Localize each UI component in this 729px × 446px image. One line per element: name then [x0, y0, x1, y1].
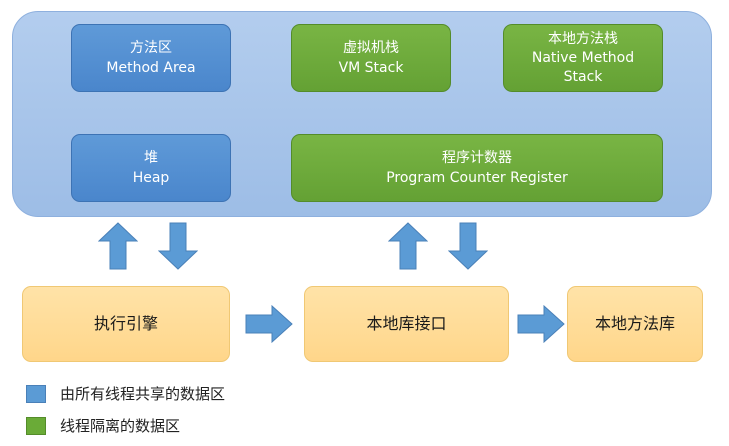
arrow-up-left-icon — [98, 222, 138, 270]
legend-isolated-swatch — [26, 417, 46, 435]
native-interface-box: 本地库接口 — [304, 286, 509, 362]
arrow-down-left-icon — [158, 222, 198, 270]
method-area-title: 方法区 — [130, 40, 172, 56]
native-library-label: 本地方法库 — [594, 314, 675, 333]
native-method-stack-subtitle-line1: Native Method — [531, 49, 635, 66]
native-method-stack-subtitle-line2: Stack — [563, 68, 603, 85]
vm-stack-subtitle: VM Stack — [338, 60, 404, 76]
program-counter-title: 程序计数器 — [442, 150, 512, 166]
method-area-box: 方法区 Method Area — [71, 24, 231, 92]
native-method-stack-box: 本地方法栈 Native Method Stack — [503, 24, 663, 92]
execution-engine-box: 执行引擎 — [22, 286, 230, 362]
vm-stack-box: 虚拟机栈 VM Stack — [291, 24, 451, 92]
legend-shared-swatch — [26, 385, 46, 403]
program-counter-subtitle: Program Counter Register — [386, 170, 568, 186]
heap-subtitle: Heap — [132, 170, 170, 186]
heap-box: 堆 Heap — [71, 134, 231, 202]
vm-stack-title: 虚拟机栈 — [343, 40, 399, 56]
heap-title: 堆 — [144, 150, 158, 166]
execution-engine-label: 执行引擎 — [93, 314, 158, 333]
legend-isolated-label: 线程隔离的数据区 — [60, 417, 181, 435]
arrow-down-right-icon — [448, 222, 488, 270]
legend-shared-label: 由所有线程共享的数据区 — [60, 385, 226, 403]
method-area-subtitle: Method Area — [106, 60, 196, 76]
native-library-box: 本地方法库 — [567, 286, 703, 362]
arrow-right-interface-icon — [517, 305, 565, 343]
arrow-right-engine-icon — [245, 305, 293, 343]
program-counter-box: 程序计数器 Program Counter Register — [291, 134, 663, 202]
arrow-up-right-icon — [388, 222, 428, 270]
native-interface-label: 本地库接口 — [366, 314, 447, 333]
native-method-stack-title: 本地方法栈 — [548, 30, 618, 47]
